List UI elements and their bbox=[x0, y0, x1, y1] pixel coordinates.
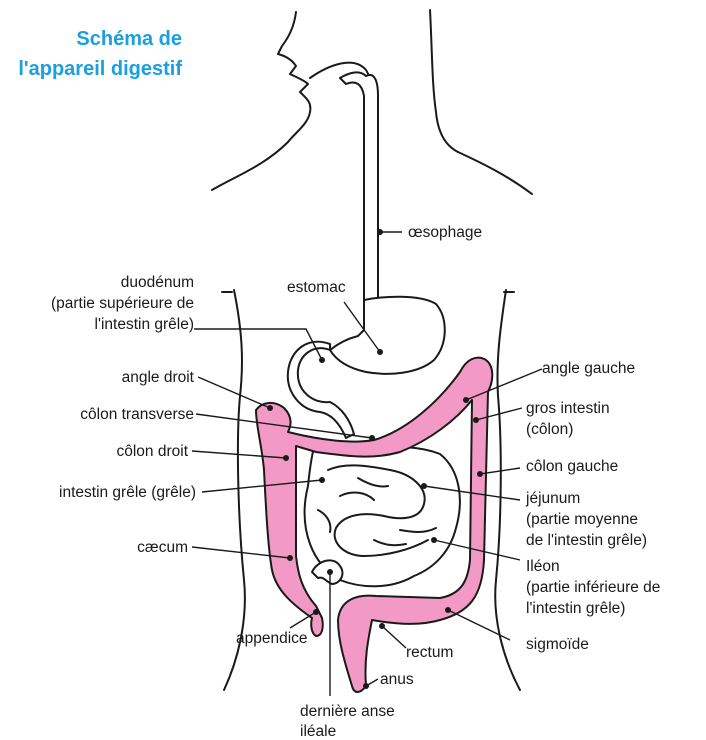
label-appendix: appendice bbox=[236, 630, 308, 647]
label-last-ileal-loop-1: dernière anse bbox=[300, 703, 395, 720]
label-duodenum-1: duodénum bbox=[121, 274, 194, 291]
label-ileum-3: l'intestin grêle) bbox=[526, 600, 625, 617]
label-right-angle: angle droit bbox=[122, 369, 195, 386]
left-shoulder bbox=[212, 142, 288, 190]
label-last-ileal-loop-2: iléale bbox=[300, 723, 336, 740]
label-large-intestine-1: gros intestin bbox=[526, 400, 610, 417]
oesophagus-tube bbox=[340, 72, 378, 330]
label-right-colon: côlon droit bbox=[116, 443, 188, 460]
face-profile bbox=[278, 12, 310, 142]
stomach bbox=[330, 297, 445, 374]
label-rectum: rectum bbox=[406, 644, 453, 661]
label-jejunum-1: jéjunum bbox=[525, 490, 580, 507]
label-left-colon: côlon gauche bbox=[526, 458, 618, 475]
label-duodenum-2: (partie supérieure de bbox=[51, 295, 194, 312]
label-jejunum-3: de l'intestin grêle) bbox=[526, 532, 647, 549]
label-jejunum-2: (partie moyenne bbox=[526, 511, 638, 528]
label-small-intestine: intestin grêle (grêle) bbox=[59, 484, 196, 501]
label-caecum: cæcum bbox=[137, 539, 188, 556]
torso-right-side bbox=[495, 290, 520, 690]
label-anus: anus bbox=[380, 671, 414, 688]
label-oesophagus: œsophage bbox=[408, 224, 482, 241]
label-ileum-1: Iléon bbox=[526, 558, 560, 575]
right-shoulder bbox=[458, 152, 532, 194]
label-duodenum-3: l'intestin grêle) bbox=[95, 316, 194, 333]
label-transverse-colon: côlon transverse bbox=[80, 406, 194, 423]
neck-back bbox=[430, 10, 458, 152]
label-large-intestine-2: (côlon) bbox=[526, 421, 573, 438]
label-stomach: estomac bbox=[287, 279, 346, 296]
label-sigmoid: sigmoïde bbox=[526, 636, 589, 653]
label-left-angle: angle gauche bbox=[542, 360, 635, 377]
label-ileum-2: (partie inférieure de bbox=[526, 579, 660, 596]
